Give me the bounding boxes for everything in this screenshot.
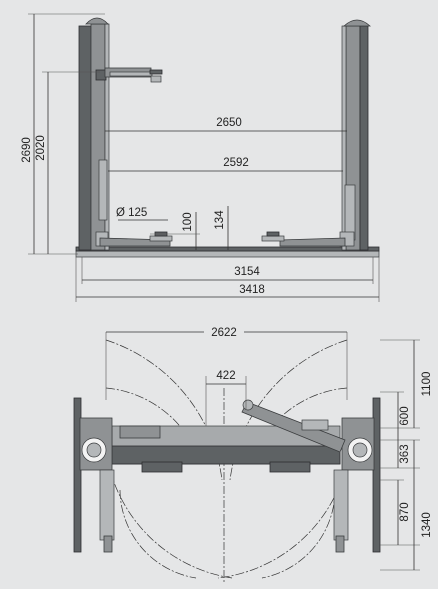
front-arm-label: 600 (399, 406, 411, 425)
rear-arm-label: 870 (399, 502, 411, 521)
right-column (339, 19, 372, 251)
front-view: 2690 2020 2650 2592 Ø 125 100 134 3154 3… (21, 13, 380, 302)
overall-width-label: 3418 (239, 284, 265, 296)
inner-width-top-label: 2650 (216, 117, 242, 129)
left-post (73, 397, 82, 553)
min-height-label: 100 (182, 212, 194, 231)
lowered-arms (99, 231, 346, 247)
top-view: 2622 422 1100 600 363 870 1340 (73, 322, 433, 584)
swing-short-label: 1100 (421, 372, 433, 397)
label-bg (204, 322, 244, 336)
swing-long-label: 1340 (421, 512, 433, 538)
base-width-label: 3154 (234, 266, 260, 278)
total-height-label: 2690 (21, 137, 33, 163)
right-post (372, 397, 381, 553)
column-depth-label: 363 (399, 444, 411, 463)
arm-span-label: 2622 (211, 327, 237, 339)
pad-diameter-label: Ø 125 (116, 207, 147, 219)
inner-width-label: 2592 (223, 157, 249, 169)
left-column (78, 17, 110, 251)
base-rail (75, 246, 380, 252)
height-dimensions (28, 13, 105, 255)
base-frame (75, 250, 380, 258)
pad-height-label: 134 (214, 210, 226, 230)
arm-offset-label: 422 (216, 370, 235, 382)
lift-height-label: 2020 (35, 135, 47, 161)
raised-arm (104, 67, 163, 83)
